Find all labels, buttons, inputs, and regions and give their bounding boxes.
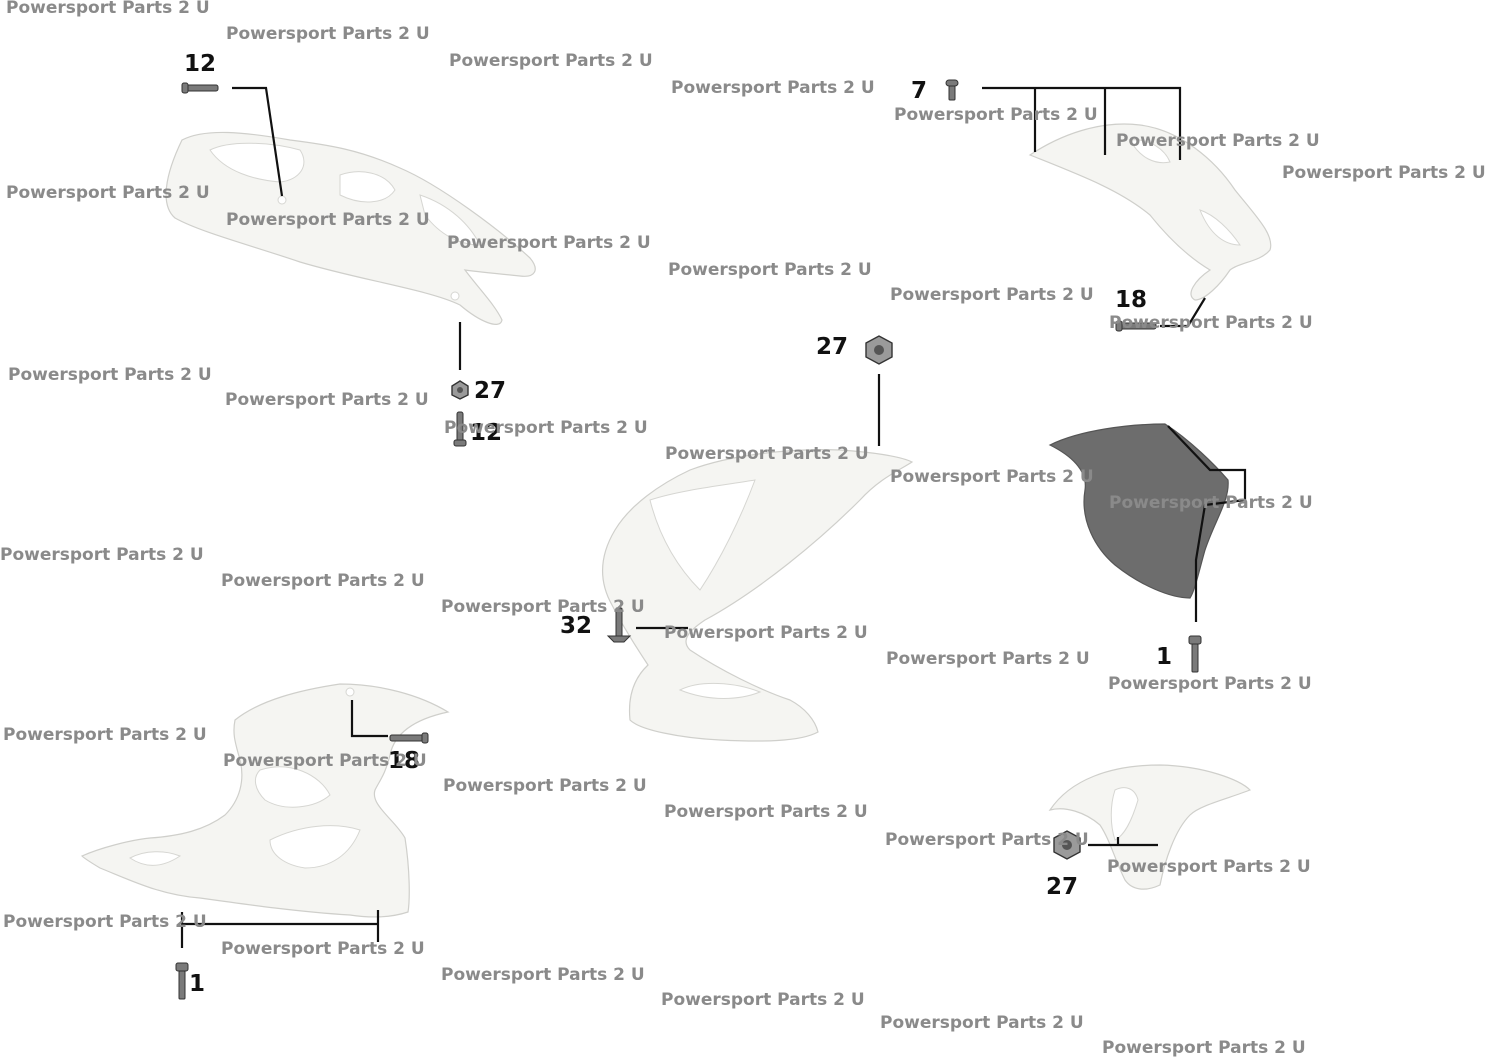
watermark: Powersport Parts 2 U <box>6 183 210 203</box>
watermark: Powersport Parts 2 U <box>226 24 430 44</box>
callout-32: 32 <box>560 613 593 639</box>
callout-27-center: 27 <box>816 334 849 360</box>
callout-27-top-left: 27 <box>474 378 507 404</box>
bolt-18-top-right <box>1115 320 1157 332</box>
watermark: Powersport Parts 2 U <box>1109 493 1313 513</box>
tail-cowl-part <box>165 131 536 325</box>
watermark: Powersport Parts 2 U <box>225 390 429 410</box>
watermark: Powersport Parts 2 U <box>447 233 651 253</box>
lower-fairing-part <box>80 683 450 918</box>
watermark: Powersport Parts 2 U <box>0 545 204 565</box>
callout-18-lower-left: 18 <box>388 748 421 774</box>
nut-27-top-left <box>451 380 469 400</box>
watermark: Powersport Parts 2 U <box>223 751 427 771</box>
watermark: Powersport Parts 2 U <box>1107 857 1311 877</box>
watermark: Powersport Parts 2 U <box>443 776 647 796</box>
watermark: Powersport Parts 2 U <box>8 365 212 385</box>
watermark: Powersport Parts 2 U <box>665 444 869 464</box>
watermark: Powersport Parts 2 U <box>1108 674 1312 694</box>
watermark: Powersport Parts 2 U <box>1282 163 1486 183</box>
callout-18-top-right: 18 <box>1115 287 1148 313</box>
bolt-12-lower-left <box>453 411 467 447</box>
watermark: Powersport Parts 2 U <box>664 623 868 643</box>
watermark: Powersport Parts 2 U <box>3 912 207 932</box>
watermark: Powersport Parts 2 U <box>6 0 210 18</box>
leader-line-1-lower-left <box>180 910 380 948</box>
bolt-12-top-left <box>181 82 219 94</box>
watermark: Powersport Parts 2 U <box>221 939 425 959</box>
watermark: Powersport Parts 2 U <box>221 571 425 591</box>
upper-cowl-part <box>1028 123 1272 301</box>
watermark: Powersport Parts 2 U <box>885 830 1089 850</box>
watermark: Powersport Parts 2 U <box>226 210 430 230</box>
leader-line-12-top <box>232 86 284 197</box>
leader-line-18-lower-left <box>350 700 388 738</box>
callout-1-lower-left: 1 <box>189 971 206 997</box>
screw-7 <box>945 79 959 101</box>
leader-line-1-right <box>1167 425 1247 622</box>
watermark: Powersport Parts 2 U <box>886 649 1090 669</box>
watermark: Powersport Parts 2 U <box>664 802 868 822</box>
watermark: Powersport Parts 2 U <box>668 260 872 280</box>
watermark: Powersport Parts 2 U <box>1109 313 1313 333</box>
watermark: Powersport Parts 2 U <box>1102 1038 1306 1058</box>
callout-27-fender: 27 <box>1046 874 1079 900</box>
watermark: Powersport Parts 2 U <box>880 1013 1084 1033</box>
bolt-1-right <box>1188 635 1202 673</box>
callout-12-lower: 12 <box>470 420 503 446</box>
watermark: Powersport Parts 2 U <box>894 105 1098 125</box>
callout-1-right: 1 <box>1156 644 1173 670</box>
nut-27-fender <box>1053 830 1081 860</box>
callout-7: 7 <box>911 78 928 104</box>
leader-line-18-top-right <box>1160 297 1206 328</box>
side-fairing-part <box>602 449 914 742</box>
watermark: Powersport Parts 2 U <box>444 418 648 438</box>
watermark: Powersport Parts 2 U <box>890 467 1094 487</box>
leader-line-7 <box>982 86 1182 160</box>
rivet-32 <box>606 607 632 643</box>
watermark: Powersport Parts 2 U <box>441 597 645 617</box>
watermark: Powersport Parts 2 U <box>1116 131 1320 151</box>
bolt-1-lower-left <box>175 962 189 1000</box>
bolt-18-lower-left <box>389 732 429 744</box>
front-fender-part <box>1048 764 1252 890</box>
watermark: Powersport Parts 2 U <box>441 965 645 985</box>
watermark: Powersport Parts 2 U <box>890 285 1094 305</box>
watermark: Powersport Parts 2 U <box>661 990 865 1010</box>
watermark: Powersport Parts 2 U <box>3 725 207 745</box>
inner-panel-part <box>1048 423 1229 599</box>
nut-27-center <box>865 335 893 365</box>
watermark: Powersport Parts 2 U <box>671 78 875 98</box>
watermark: Powersport Parts 2 U <box>449 51 653 71</box>
callout-12-top-left: 12 <box>184 51 217 77</box>
